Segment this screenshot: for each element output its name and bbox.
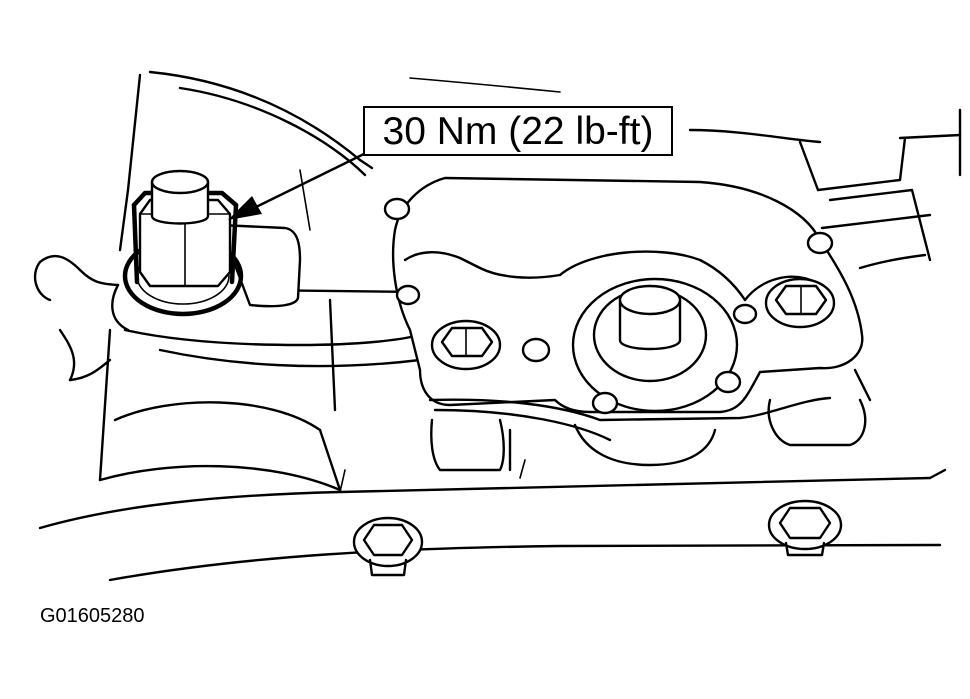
torque-callout: 30 Nm (22 lb-ft)	[363, 106, 673, 156]
pan-hex-bolt-left	[352, 516, 424, 577]
torque-spec-label: 30 Nm (22 lb-ft)	[383, 110, 654, 153]
cover-hex-bolt-right	[764, 277, 836, 329]
callout-leader-arrow	[228, 150, 370, 220]
target-bolt	[122, 169, 302, 317]
transmission-housing	[33, 70, 822, 492]
mount-holes	[383, 197, 834, 415]
center-shaft-boss	[571, 277, 739, 413]
valve-cylinders	[430, 368, 872, 472]
cover-hex-bolt-left	[430, 319, 502, 371]
pan-hex-bolt-right	[767, 499, 843, 557]
figure-id-label: G01605280	[40, 605, 145, 627]
arrow-head	[228, 196, 262, 220]
oil-pan-flange	[38, 459, 947, 582]
